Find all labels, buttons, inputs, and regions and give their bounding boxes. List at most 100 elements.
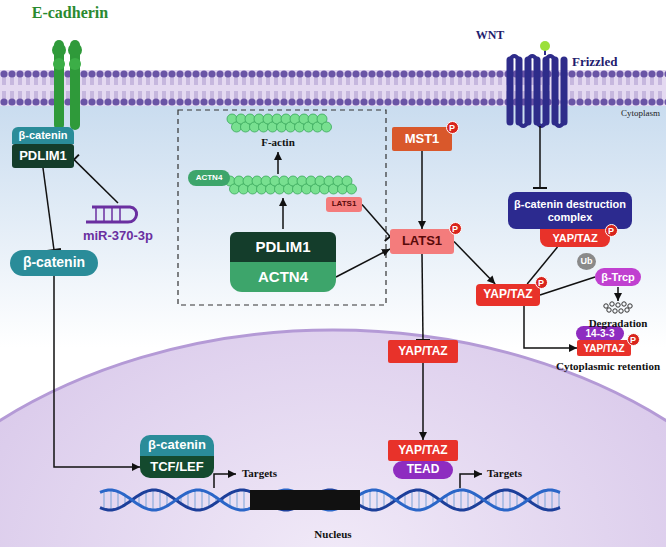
figure-part (613, 309, 617, 313)
dna-rung (503, 490, 504, 510)
connector-line (43, 168, 54, 250)
dna-rung (517, 493, 518, 507)
small-protein-oval: ACTN4 (188, 170, 230, 186)
figure-part (540, 41, 550, 51)
kinase-box: MST1 (392, 127, 452, 151)
dna-strand (100, 490, 560, 510)
node-text: YAP/TAZ (483, 288, 532, 301)
protein-oval: β-Trcp (595, 268, 641, 286)
figure-part (111, 208, 113, 221)
small-kinase-tag: LATS1 (326, 197, 362, 212)
node-text: PDLIM1 (19, 149, 67, 163)
figure-part (625, 308, 629, 312)
dna-rung (111, 490, 112, 510)
node-text: ACTN4 (258, 269, 308, 286)
node-text: YAP/TAZ (552, 232, 597, 244)
dna-rung (377, 490, 378, 509)
transcription-factor-box: TCF/LEF (140, 456, 214, 478)
arrow (282, 198, 284, 229)
figure-part (69, 58, 81, 70)
inhibition-bar (533, 187, 547, 189)
connector (524, 306, 577, 348)
text-label: Frizzled (572, 54, 617, 70)
connector-line (74, 160, 118, 203)
phosphate-mark: P (535, 276, 548, 289)
dna-rung (146, 492, 147, 509)
node-text: YAP/TAZ (398, 345, 447, 358)
figure-part (119, 208, 121, 221)
connector-line (524, 306, 577, 348)
connector-line (421, 151, 423, 229)
dna-rung (118, 492, 119, 509)
figure-part (607, 308, 611, 312)
figure-part (619, 309, 623, 313)
dashed-frame (178, 110, 386, 305)
text-label: F-actin (261, 136, 295, 148)
figure-part (510, 56, 564, 126)
phosphate-mark: P (605, 224, 618, 237)
dna-rung (209, 493, 210, 507)
phosphate-mark: P (449, 222, 462, 235)
node-text: LATS1 (402, 234, 442, 248)
dna-rung (370, 490, 371, 509)
figure-part (52, 43, 66, 57)
actin-filaments (225, 114, 357, 194)
dna-rung (538, 493, 539, 506)
figure-part (103, 208, 105, 221)
dna-rung (461, 490, 462, 510)
text-label: Cytoplasmic retention (556, 360, 660, 372)
connector (454, 242, 495, 285)
dna-rung (244, 490, 245, 510)
connector-line (454, 242, 495, 285)
connector (540, 277, 595, 295)
node-text: 14-3-3 (586, 328, 615, 339)
connector (336, 249, 390, 277)
e-cadherin-receptor (52, 40, 82, 130)
dna-rung (454, 492, 455, 509)
dna-rung (188, 492, 189, 507)
node-text: ACTN4 (196, 174, 223, 183)
dna-rung (230, 493, 231, 506)
mirna-label-box: miR-370-3p (76, 203, 160, 243)
node-text: miR-370-3p (83, 229, 153, 243)
figure-part (622, 302, 626, 306)
phosphate-mark: P (627, 333, 640, 346)
protein-box: β-catenin (140, 435, 214, 456)
gene-box (250, 490, 360, 510)
protein-box: YAP/TAZ (577, 340, 631, 356)
dna-rung (559, 492, 560, 508)
protein-box: YAP/TAZ (388, 440, 458, 461)
transcription-factor-oval: TEAD (393, 461, 453, 479)
connector-line (422, 363, 424, 440)
node-text: β-catenin (19, 129, 68, 141)
dna-rung (160, 491, 161, 509)
dna-rung (545, 491, 546, 510)
figure-part (604, 304, 608, 308)
connector (423, 363, 424, 440)
connector (69, 155, 118, 203)
degradation-fragments (604, 302, 632, 313)
dna-rung (419, 490, 420, 510)
protein-box: ACTN4 (230, 262, 336, 292)
mirna-bases (96, 208, 120, 221)
figure-part (95, 208, 97, 221)
node-text: β-catenin (148, 438, 206, 452)
dna-rung (104, 491, 105, 509)
arrow (617, 287, 619, 301)
node-text: β-catenin (23, 255, 85, 270)
arrow (277, 152, 279, 174)
node-text: MST1 (405, 132, 440, 146)
text-label: E-cadherin (32, 4, 108, 22)
text-label: Cytoplasm (621, 108, 660, 118)
text-label: Nucleus (314, 528, 351, 540)
connector (43, 168, 61, 251)
node-text: PDLIM1 (255, 239, 310, 256)
node-text: LATS1 (332, 200, 357, 209)
connector-line (540, 277, 595, 295)
dna-rung (552, 490, 553, 510)
text-label: WNT (476, 28, 505, 43)
protein-box: β-catenin (12, 127, 74, 144)
kinase-box: LATS1 (390, 229, 454, 254)
protein-oval: β-catenin (10, 250, 98, 276)
